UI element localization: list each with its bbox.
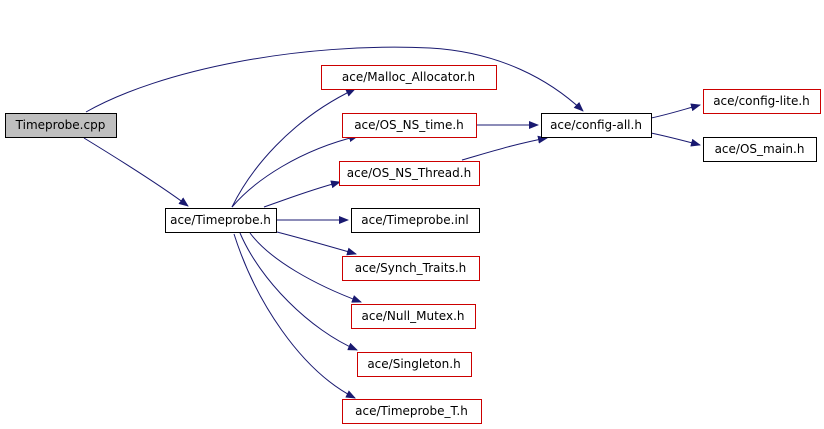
node-os-ns-time-h[interactable]: ace/OS_NS_time.h xyxy=(342,113,477,138)
edge-timeprobe-h-to-null-mutex-h xyxy=(249,232,362,303)
edge-timeprobe-h-to-synch-traits-h xyxy=(276,231,357,256)
node-synch-traits-h[interactable]: ace/Synch_Traits.h xyxy=(342,256,480,281)
edge-config-all-h-to-config-lite-h xyxy=(650,103,701,119)
node-box xyxy=(165,208,277,233)
node-timeprobe-h[interactable]: ace/Timeprobe.h xyxy=(165,208,277,233)
node-timeprobe-t-h[interactable]: ace/Timeprobe_T.h xyxy=(342,399,482,424)
node-box xyxy=(342,113,477,138)
node-label: ace/OS_main.h xyxy=(715,142,805,156)
node-label: ace/Malloc_Allocator.h xyxy=(342,70,475,84)
node-timeprobe-inl[interactable]: ace/Timeprobe.inl xyxy=(351,208,480,233)
node-singleton-h[interactable]: ace/Singleton.h xyxy=(357,352,472,377)
node-box xyxy=(342,399,482,424)
node-box xyxy=(351,304,476,329)
node-label: ace/config-lite.h xyxy=(713,94,810,108)
node-box xyxy=(342,256,480,281)
edge-timeprobe-h-to-malloc-allocator-h xyxy=(231,88,356,208)
node-timeprobe-cpp[interactable]: Timeprobe.cpp xyxy=(5,113,117,138)
nodes-layer: Timeprobe.cpp ace/Timeprobe.h ace/config-a… xyxy=(5,65,821,424)
node-label: ace/OS_NS_time.h xyxy=(354,118,464,132)
edge-config-all-h-to-os-main-h xyxy=(650,132,701,147)
node-label: ace/config-all.h xyxy=(550,118,642,132)
node-label: ace/Timeprobe.h xyxy=(170,213,271,227)
node-box xyxy=(5,113,117,138)
node-os-ns-thread-h[interactable]: ace/OS_NS_Thread.h xyxy=(339,161,480,186)
edge-os-ns-thread-h-to-config-all-h xyxy=(461,135,548,161)
edge-timeprobe-h-to-os-ns-thread-h xyxy=(263,180,341,208)
node-label: ace/Timeprobe.inl xyxy=(361,213,468,227)
node-label: ace/Singleton.h xyxy=(367,357,460,371)
node-malloc-allocator-h[interactable]: ace/Malloc_Allocator.h xyxy=(321,65,497,90)
node-config-lite-h[interactable]: ace/config-lite.h xyxy=(703,89,821,114)
node-box xyxy=(703,137,817,162)
node-label: ace/OS_NS_Thread.h xyxy=(347,166,471,180)
node-box xyxy=(703,89,821,114)
node-label: ace/Timeprobe_T.h xyxy=(355,404,468,418)
node-box xyxy=(321,65,497,90)
edge-timeprobe-h-to-os-ns-time-h xyxy=(231,134,359,208)
edge-timeprobe-cpp-to-timeprobe-h xyxy=(83,137,189,207)
edge-timeprobe-h-to-singleton-h xyxy=(239,232,358,351)
node-box xyxy=(541,113,652,138)
node-label: ace/Null_Mutex.h xyxy=(362,309,465,323)
node-box xyxy=(351,208,480,233)
edge-timeprobe-h-to-timeprobe-t-h xyxy=(233,233,356,399)
node-box xyxy=(357,352,472,377)
node-label: ace/Synch_Traits.h xyxy=(355,261,466,275)
node-os-main-h[interactable]: ace/OS_main.h xyxy=(703,137,817,162)
node-box xyxy=(339,161,480,186)
edge-timeprobe-cpp-to-config-all-h xyxy=(85,46,584,113)
node-config-all-h[interactable]: ace/config-all.h xyxy=(541,113,652,138)
node-label: Timeprobe.cpp xyxy=(15,118,106,132)
node-null-mutex-h[interactable]: ace/Null_Mutex.h xyxy=(351,304,476,329)
edges-layer xyxy=(83,46,701,399)
